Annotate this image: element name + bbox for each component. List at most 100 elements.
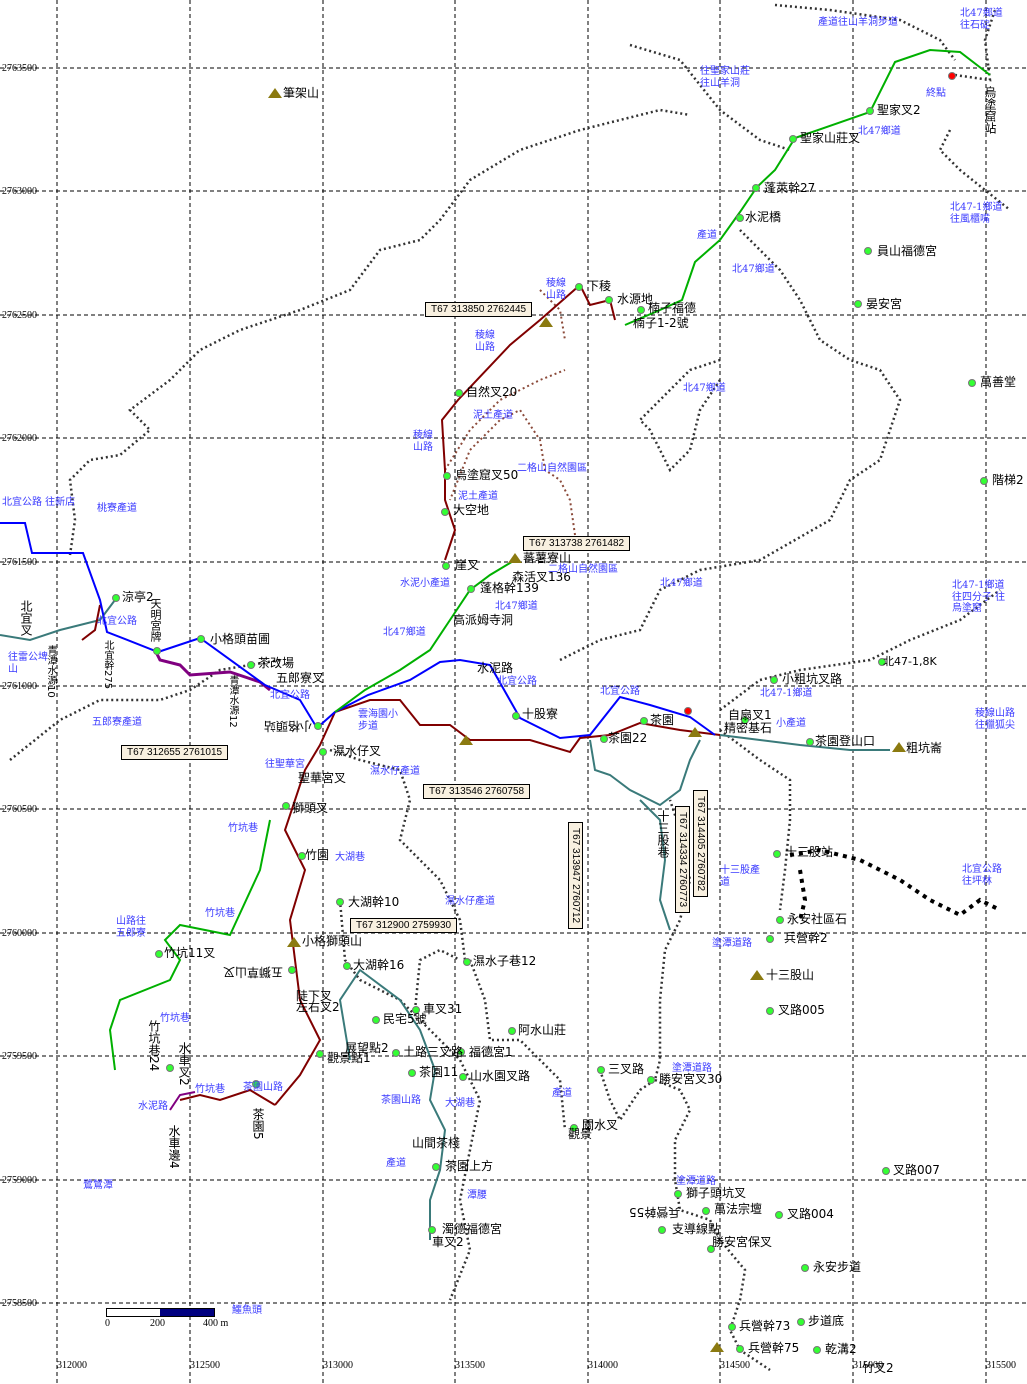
waypoint[interactable] [600,735,608,743]
waypoint[interactable] [197,635,205,643]
place-label: 兵營幹55 [629,1205,681,1219]
waypoint[interactable] [319,748,327,756]
waypoint[interactable] [752,184,760,192]
waypoint[interactable] [443,472,451,480]
waypoint[interactable] [864,247,872,255]
end-point[interactable] [948,72,956,80]
waypoint[interactable] [252,1080,260,1088]
place-label: 楠子福德 [648,301,697,315]
waypoint[interactable] [806,738,814,746]
place-label: 竹叉2 [862,1361,894,1375]
waypoint[interactable] [776,916,784,924]
waypoint[interactable] [441,508,449,516]
waypoint[interactable] [408,1069,416,1077]
waypoint[interactable] [512,712,520,720]
waypoint[interactable] [282,802,290,810]
easting-label: 315000 [853,1360,883,1371]
place-label: 茶園5 [251,1108,265,1140]
waypoint[interactable] [741,716,749,724]
waypoint[interactable] [463,958,471,966]
waypoint[interactable] [770,676,778,684]
waypoint[interactable] [707,1245,715,1253]
waypoint[interactable] [457,1048,465,1056]
road-label: 北47鄉道 [732,264,775,275]
road-label: 濕水仔產道 [445,896,495,907]
northing-label: 2760000 [2,928,37,939]
start-point[interactable] [684,707,692,715]
waypoint[interactable] [155,950,163,958]
waypoint[interactable] [882,1167,890,1175]
waypoint[interactable] [980,477,988,485]
waypoint[interactable] [797,1318,805,1326]
place-label: 茶園上方 [445,1159,494,1173]
road-label: 北宜公路 [270,690,310,701]
waypoint[interactable] [412,1006,420,1014]
road-label: 大湖巷 [445,1098,475,1109]
waypoint[interactable] [343,962,351,970]
waypoint[interactable] [247,661,255,669]
easting-label: 312500 [190,1360,220,1371]
waypoint[interactable] [467,585,475,593]
waypoint[interactable] [508,1027,516,1035]
waypoint[interactable] [766,1007,774,1015]
waypoint[interactable] [288,966,296,974]
waypoint[interactable] [773,850,781,858]
waypoint[interactable] [459,1073,467,1081]
waypoint[interactable] [766,935,774,943]
peak-icon [508,553,522,563]
waypoint[interactable] [455,389,463,397]
road-label: 北47-1鄉道 往四分子 往烏塗窟 [952,580,1006,614]
waypoint[interactable] [575,283,583,291]
place-label: 叉路004 [787,1207,834,1221]
northing-label: 2758500 [2,1298,37,1309]
waypoint[interactable] [968,379,976,387]
waypoint[interactable] [637,306,645,314]
waypoint[interactable] [442,562,450,570]
waypoint[interactable] [775,1211,783,1219]
waypoint[interactable] [854,300,862,308]
waypoint[interactable] [878,658,886,666]
waypoint[interactable] [702,1207,710,1215]
waypoint[interactable] [728,1323,736,1331]
waypoint[interactable] [674,1190,682,1198]
waypoint[interactable] [166,1064,174,1072]
waypoint[interactable] [392,1049,400,1057]
waypoint[interactable] [298,852,306,860]
place-label: 北47-1,8K [883,655,937,668]
coordinate-tag: T67 313850 2762445 [425,302,533,317]
waypoint[interactable] [112,594,120,602]
waypoint[interactable] [372,1016,380,1024]
waypoint[interactable] [316,1050,324,1058]
waypoint[interactable] [428,1226,436,1234]
peak-icon [459,735,473,745]
waypoint[interactable] [640,717,648,725]
waypoint[interactable] [336,898,344,906]
waypoint[interactable] [658,1226,666,1234]
waypoint[interactable] [570,1124,578,1132]
place-label: 青潭水源12 [227,675,238,728]
road-label: 北宜公路 [600,686,640,697]
waypoint[interactable] [736,214,744,222]
road-label: 產道 [386,1158,406,1169]
road-label: 稜線山路 [546,278,566,301]
waypoint[interactable] [647,1076,655,1084]
waypoint[interactable] [597,1066,605,1074]
waypoint[interactable] [866,107,874,115]
place-label: 展望點2 [345,1041,389,1055]
waypoint[interactable] [432,1163,440,1171]
place-label: 濁德福德宮 [442,1222,503,1236]
place-label: 森活叉136 [512,570,571,584]
place-label: 聖華宮叉 [298,771,347,785]
road-label: 小產道 [776,718,806,729]
waypoint[interactable] [789,135,797,143]
waypoint[interactable] [813,1346,821,1354]
easting-label: 314000 [588,1360,618,1371]
waypoint[interactable] [314,722,322,730]
waypoint[interactable] [153,647,161,655]
waypoint[interactable] [736,1345,744,1353]
road-label: 泥土產道 [458,491,498,502]
waypoint[interactable] [801,1264,809,1272]
place-label: 自扇叉1 [728,708,772,722]
waypoint[interactable] [605,296,613,304]
